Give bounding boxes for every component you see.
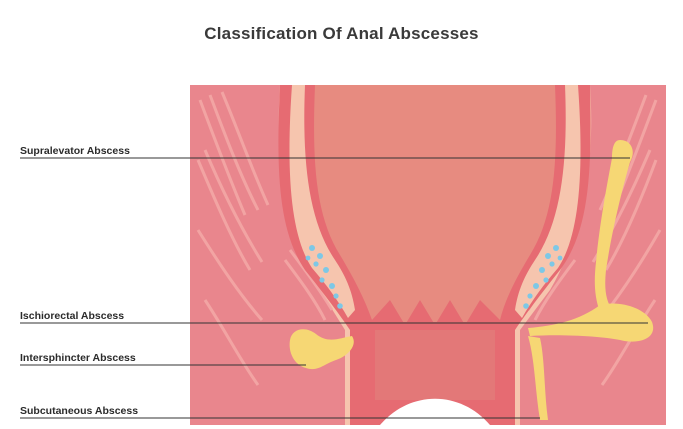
anal-canal-lining	[375, 330, 495, 400]
label-ischiorectal-abscess: Ischiorectal Abscess	[20, 310, 124, 322]
label-subcutaneous-abscess: Subcutaneous Abscess	[20, 405, 138, 417]
label-supralevator-abscess: Supralevator Abscess	[20, 145, 130, 157]
label-intersphincter-abscess: Intersphincter Abscess	[20, 352, 136, 364]
